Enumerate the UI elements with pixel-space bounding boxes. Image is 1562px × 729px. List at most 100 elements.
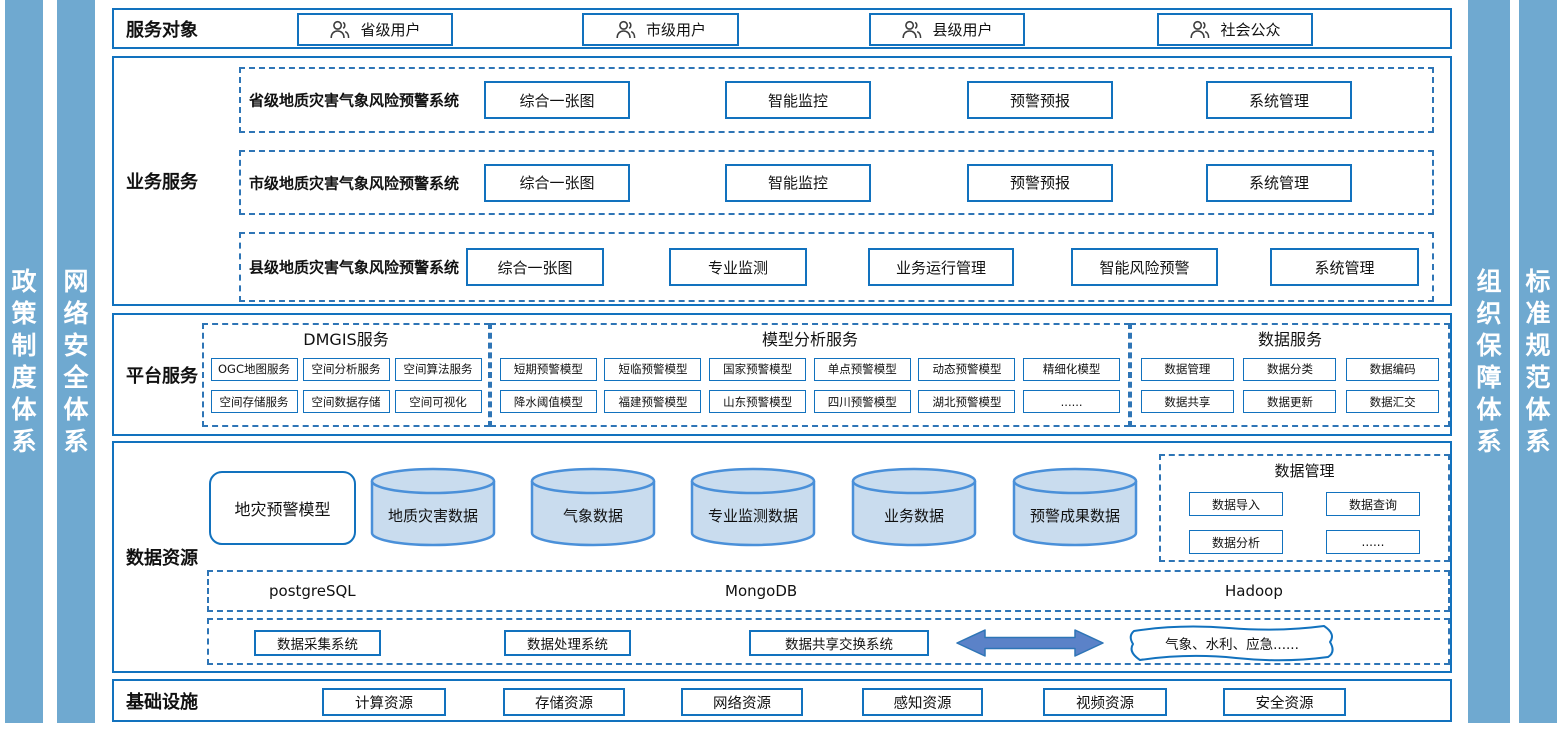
user-box-public: 社会公众 (1157, 13, 1313, 46)
node-computing-resources: 计算资源 (322, 688, 446, 716)
node-data-classification: 数据分类 (1243, 357, 1337, 381)
section-platform-services: 平台服务 DMGIS服务 OGC地图服务 空间分析服务 空间算法服务 空间存储服… (112, 313, 1452, 436)
database-cylinder-icon (851, 467, 977, 547)
database-cylinder-icon (690, 467, 816, 547)
platform-group-data-service-title: 数据服务 (1257, 330, 1322, 349)
node-sensing-resources: 感知资源 (862, 688, 983, 716)
data-management-title: 数据管理 (1274, 462, 1335, 480)
node-nowcast-warning-model: 短临预警模型 (604, 357, 702, 381)
platform-group-dmgis-title: DMGIS服务 (303, 330, 389, 349)
pillar-network-security: 网络安全体系 (57, 0, 95, 723)
pillar-policy-system: 政策制度体系 (5, 0, 43, 723)
user-box-city-label: 市级用户 (645, 21, 706, 39)
external-systems-label: 气象、水利、应急...... (1165, 637, 1299, 653)
user-icon (1190, 20, 1210, 38)
user-box-provincial-label: 省级用户 (360, 21, 421, 39)
node-sichuan-warning-model: 四川预警模型 (813, 390, 911, 414)
node-single-point-warning-model: 单点预警模型 (813, 357, 911, 381)
platform-group-model-analysis: 模型分析服务 短期预警模型 短临预警模型 国家预警模型 单点预警模型 动态预警模… (490, 323, 1130, 427)
node-hubei-warning-model: 湖北预警模型 (918, 390, 1016, 414)
cylinder-professional-monitoring-data: 专业监测数据 (688, 467, 818, 547)
cylinder-warning-result-data: 预警成果数据 (1010, 467, 1140, 547)
node-comprehensive-map: 综合一张图 (484, 163, 630, 202)
node-spatial-analysis-service: 空间分析服务 (302, 357, 390, 381)
dmgis-row-2: 空间存储服务 空间数据存储 空间可视化 (208, 387, 484, 418)
node-more-models-ellipsis: ...... (1023, 390, 1121, 414)
section-business-services-label: 业务服务 (126, 172, 198, 193)
node-data-submission: 数据汇交 (1346, 390, 1440, 414)
node-more-ellipsis: ...... (1326, 530, 1420, 554)
node-warning-forecast: 预警预报 (967, 81, 1113, 119)
cylinder-business-data: 业务数据 (849, 467, 979, 547)
pillar-standards-label: 标准规范体系 (1525, 266, 1551, 456)
database-cylinder-icon (530, 467, 656, 547)
model-row-2: 降水阈值模型 福建预警模型 山东预警模型 四川预警模型 湖北预警模型 .....… (496, 387, 1124, 418)
cylinder-label: 地质灾害数据 (387, 507, 478, 525)
wave-shape-icon (1129, 625, 1334, 662)
database-cylinder-icon (370, 467, 496, 547)
user-box-city: 市级用户 (582, 13, 739, 46)
node-spatial-data-storage: 空间数据存储 (302, 390, 390, 414)
cylinder-label: 专业监测数据 (707, 507, 798, 525)
node-spatial-algorithm-service: 空间算法服务 (394, 357, 482, 381)
platform-groups: DMGIS服务 OGC地图服务 空间分析服务 空间算法服务 空间存储服务 空间数… (202, 323, 1450, 427)
cylinder-label: 业务数据 (883, 507, 944, 525)
user-icon (330, 20, 350, 38)
node-short-term-warning-model: 短期预警模型 (499, 357, 597, 381)
node-professional-monitoring: 专业监测 (669, 248, 807, 286)
platform-group-data-service: 数据服务 数据管理 数据分类 数据编码 数据共享 数据更新 数据汇交 (1130, 323, 1450, 427)
node-data-update: 数据更新 (1243, 390, 1337, 414)
section-infrastructure-label: 基础设施 (126, 691, 198, 713)
cylinder-label: 气象数据 (562, 507, 623, 525)
data-management-row-1: 数据导入 数据查询 (1161, 492, 1448, 516)
node-system-management: 系统管理 (1206, 81, 1352, 119)
pillar-policy-label: 政策制度体系 (11, 266, 37, 456)
node-refined-model: 精细化模型 (1023, 357, 1121, 381)
external-systems-wave-box: 气象、水利、应急...... (1124, 622, 1340, 664)
node-storage-resources: 存储资源 (503, 688, 625, 716)
data-management-row-2: 数据分析 ...... (1161, 530, 1448, 554)
data-service-row-2: 数据共享 数据更新 数据汇交 (1136, 387, 1444, 418)
double-arrow-icon (956, 629, 1104, 657)
node-shandong-warning-model: 山东预警模型 (709, 390, 807, 414)
node-data-collection-system: 数据采集系统 (254, 630, 381, 656)
data-systems-row: 数据采集系统 数据处理系统 数据共享交换系统 气象、水利、应急...... (207, 618, 1450, 665)
data-service-row-1: 数据管理 数据分类 数据编码 (1136, 354, 1444, 385)
pillar-standards: 标准规范体系 (1519, 0, 1557, 723)
user-box-public-label: 社会公众 (1220, 21, 1281, 39)
pillar-network-security-label: 网络安全体系 (63, 266, 89, 456)
business-row-provincial-title: 省级地质灾害气象风险预警系统 (249, 91, 460, 110)
business-row-city: 市级地质灾害气象风险预警系统 综合一张图 智能监控 预警预报 系统管理 (239, 150, 1434, 215)
database-cylinder-icon (1012, 467, 1138, 547)
node-rainfall-threshold-model: 降水阈值模型 (499, 390, 597, 414)
node-data-processing-system: 数据处理系统 (504, 630, 631, 656)
node-data-import: 数据导入 (1189, 492, 1283, 516)
node-national-warning-model: 国家预警模型 (709, 357, 807, 381)
section-infrastructure: 基础设施 计算资源 存储资源 网络资源 感知资源 视频资源 安全资源 (112, 679, 1452, 722)
node-data-management: 数据管理 (1140, 357, 1234, 381)
section-data-resources-label: 数据资源 (126, 548, 198, 569)
node-comprehensive-map: 综合一张图 (466, 248, 604, 286)
node-spatial-visualization: 空间可视化 (394, 390, 482, 414)
node-ogc-map-service: OGC地图服务 (210, 357, 298, 381)
section-platform-services-label: 平台服务 (126, 365, 198, 387)
node-intelligent-monitoring: 智能监控 (725, 163, 871, 202)
node-data-encoding: 数据编码 (1346, 357, 1440, 381)
node-dynamic-warning-model: 动态预警模型 (918, 357, 1016, 381)
section-service-targets-label: 服务对象 (126, 19, 198, 41)
pillar-organization-guarantee: 组织保障体系 (1468, 0, 1510, 723)
user-icon (902, 20, 922, 38)
business-row-provincial: 省级地质灾害气象风险预警系统 综合一张图 智能监控 预警预报 系统管理 (239, 67, 1434, 133)
node-system-management: 系统管理 (1270, 248, 1419, 286)
business-row-county: 县级地质灾害气象风险预警系统 综合一张图 专业监测 业务运行管理 智能风险预警 … (239, 232, 1434, 302)
node-comprehensive-map: 综合一张图 (484, 81, 630, 119)
node-data-sharing-exchange-system: 数据共享交换系统 (749, 630, 929, 656)
node-spatial-storage-service: 空间存储服务 (210, 390, 298, 414)
section-service-targets: 服务对象 省级用户 市级用户 (112, 8, 1452, 49)
user-icon (616, 20, 636, 38)
data-management-panel: 数据管理 数据导入 数据查询 数据分析 ...... (1159, 454, 1450, 562)
dmgis-row-1: OGC地图服务 空间分析服务 空间算法服务 (208, 354, 484, 385)
node-video-resources: 视频资源 (1043, 688, 1167, 716)
cylinder-label: 预警成果数据 (1029, 507, 1120, 525)
pillar-organization-label: 组织保障体系 (1476, 266, 1502, 456)
